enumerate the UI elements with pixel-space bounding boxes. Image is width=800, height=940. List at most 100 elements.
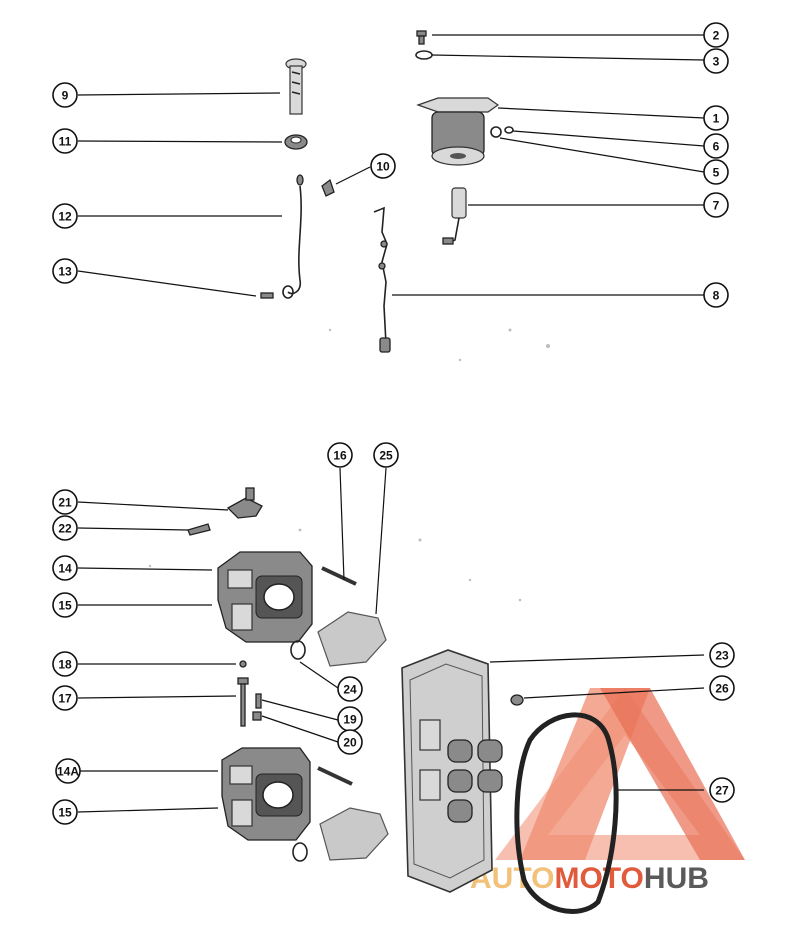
callout-label: 8 — [713, 289, 720, 303]
callout-circle — [52, 515, 78, 541]
callout-circle — [703, 22, 729, 48]
callout-circle — [52, 258, 78, 284]
callout-15: 15 — [52, 592, 78, 618]
callout-label: 12 — [58, 210, 72, 224]
callout-label: 13 — [58, 265, 72, 279]
callout-label: 27 — [715, 784, 729, 798]
part-carburetor-upper — [217, 551, 313, 643]
part-spring-19 — [255, 693, 262, 709]
part-pin-17 — [237, 677, 249, 727]
callout-9: 9 — [52, 82, 78, 108]
callout-5: 5 — [703, 159, 729, 185]
callout-circle — [52, 489, 78, 515]
part-gasket-ring-27 — [514, 712, 619, 914]
part-gasket-lower — [319, 807, 389, 861]
callout-circle — [55, 758, 81, 784]
callout-circle — [703, 48, 729, 74]
part-screw-26 — [510, 694, 524, 706]
callout-label: 23 — [715, 649, 729, 663]
part-stud-16 — [321, 566, 357, 586]
callout-circle — [52, 685, 78, 711]
callout-label: 14A — [57, 765, 79, 779]
callout-circle — [52, 128, 78, 154]
callout-label: 17 — [58, 692, 72, 706]
callout-circle — [709, 675, 735, 701]
part-ball-18 — [239, 660, 247, 668]
callout-label: 26 — [715, 682, 729, 696]
callout-label: 16 — [333, 449, 347, 463]
part-carburetor-lower — [221, 747, 311, 841]
part-grommet-11 — [284, 134, 308, 150]
callout-circle — [52, 203, 78, 229]
callout-label: 21 — [58, 496, 72, 510]
part-gasket-25 — [317, 611, 387, 667]
part-bracket-21 — [226, 487, 263, 519]
callout-24: 24 — [337, 676, 363, 702]
callout-14: 14 — [52, 555, 78, 581]
callout-16: 16 — [327, 442, 353, 468]
callout-circle — [52, 592, 78, 618]
callout-circle — [703, 282, 729, 308]
callout-3: 3 — [703, 48, 729, 74]
callout-label: 11 — [59, 135, 72, 149]
callout-26: 26 — [709, 675, 735, 701]
callout-13: 13 — [52, 258, 78, 284]
callout-label: 22 — [58, 522, 72, 536]
watermark-text-hub: HUB — [644, 862, 709, 895]
callout-circle — [370, 153, 396, 179]
part-screw-13 — [260, 292, 274, 299]
callout-label: 6 — [713, 140, 720, 154]
part-plug-20 — [252, 711, 262, 721]
callout-15: 15 — [52, 799, 78, 825]
callout-circle — [52, 555, 78, 581]
part-manifold-23 — [401, 649, 503, 893]
callout-6: 6 — [703, 133, 729, 159]
callout-label: 7 — [713, 199, 720, 213]
callout-label: 1 — [713, 112, 720, 126]
callout-circle — [337, 676, 363, 702]
callout-23: 23 — [709, 642, 735, 668]
callout-circle — [52, 651, 78, 677]
part-washer-5 — [490, 126, 502, 138]
part-washer-3 — [415, 50, 433, 60]
callout-label: 24 — [343, 683, 357, 697]
callout-circle — [703, 105, 729, 131]
callout-label: 25 — [379, 449, 393, 463]
watermark-text: AUTOMOTOHUB — [470, 862, 709, 895]
callout-circle — [52, 799, 78, 825]
callout-circle — [703, 133, 729, 159]
callout-11: 11 — [52, 128, 78, 154]
callout-label: 20 — [343, 736, 357, 750]
part-oring-24 — [290, 640, 306, 660]
callout-8: 8 — [703, 282, 729, 308]
callout-circle — [709, 642, 735, 668]
callout-label: 3 — [713, 55, 720, 69]
callout-label: 2 — [713, 29, 720, 43]
callout-circle — [373, 442, 399, 468]
callout-label: 10 — [376, 160, 390, 174]
callout-label: 5 — [713, 166, 720, 180]
callout-10: 10 — [370, 153, 396, 179]
callout-22: 22 — [52, 515, 78, 541]
callout-20: 20 — [337, 729, 363, 755]
callout-25: 25 — [373, 442, 399, 468]
callout-circle — [52, 82, 78, 108]
callout-17: 17 — [52, 685, 78, 711]
scan-specks — [148, 328, 550, 602]
callout-label: 15 — [58, 599, 72, 613]
part-bolt-9 — [285, 58, 307, 115]
callout-circle — [327, 442, 353, 468]
part-boot-7 — [442, 187, 467, 245]
callout-7: 7 — [703, 192, 729, 218]
part-nut-6 — [504, 126, 514, 134]
callout-label: 15 — [58, 806, 72, 820]
callout-12: 12 — [52, 203, 78, 229]
callout-18: 18 — [52, 651, 78, 677]
callout-19: 19 — [337, 706, 363, 732]
leader-lines — [77, 34, 705, 813]
part-wire-12 — [282, 174, 304, 299]
part-solenoid-1 — [416, 97, 500, 166]
callout-label: 14 — [58, 562, 72, 576]
watermark-text-moto: MOTO — [554, 862, 643, 895]
